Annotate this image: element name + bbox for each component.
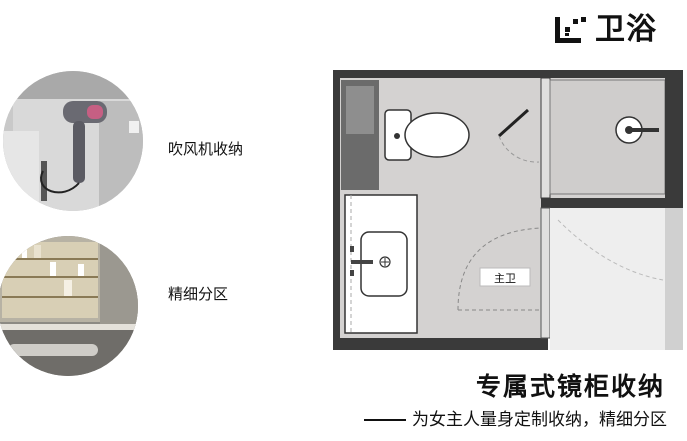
toilet-icon xyxy=(384,109,470,161)
sink-icon xyxy=(350,231,408,297)
shower-drain-icon xyxy=(625,126,633,134)
cabinet-shelves-photo xyxy=(0,236,138,376)
feature-label-hair-dryer: 吹风机收纳 xyxy=(168,140,244,158)
floor-plan: 主卫 xyxy=(333,70,683,350)
brand-title: 卫浴 xyxy=(595,12,657,47)
subtitle-text: 为女主人量身定制收纳，精细分区 xyxy=(412,410,667,430)
brand-header: 卫浴 xyxy=(553,10,657,50)
brand-mark-icon xyxy=(555,17,586,43)
dash-line xyxy=(364,419,406,421)
room-label: 主卫 xyxy=(494,272,516,285)
page-title: 专属式镜柜收纳 xyxy=(475,372,665,401)
shower-area xyxy=(549,79,666,195)
page-subtitle: 为女主人量身定制收纳，精细分区 xyxy=(364,408,667,432)
hair-dryer-photo xyxy=(3,71,143,211)
feature-label-zoning: 精细分区 xyxy=(168,285,229,303)
room-tag xyxy=(479,267,531,287)
